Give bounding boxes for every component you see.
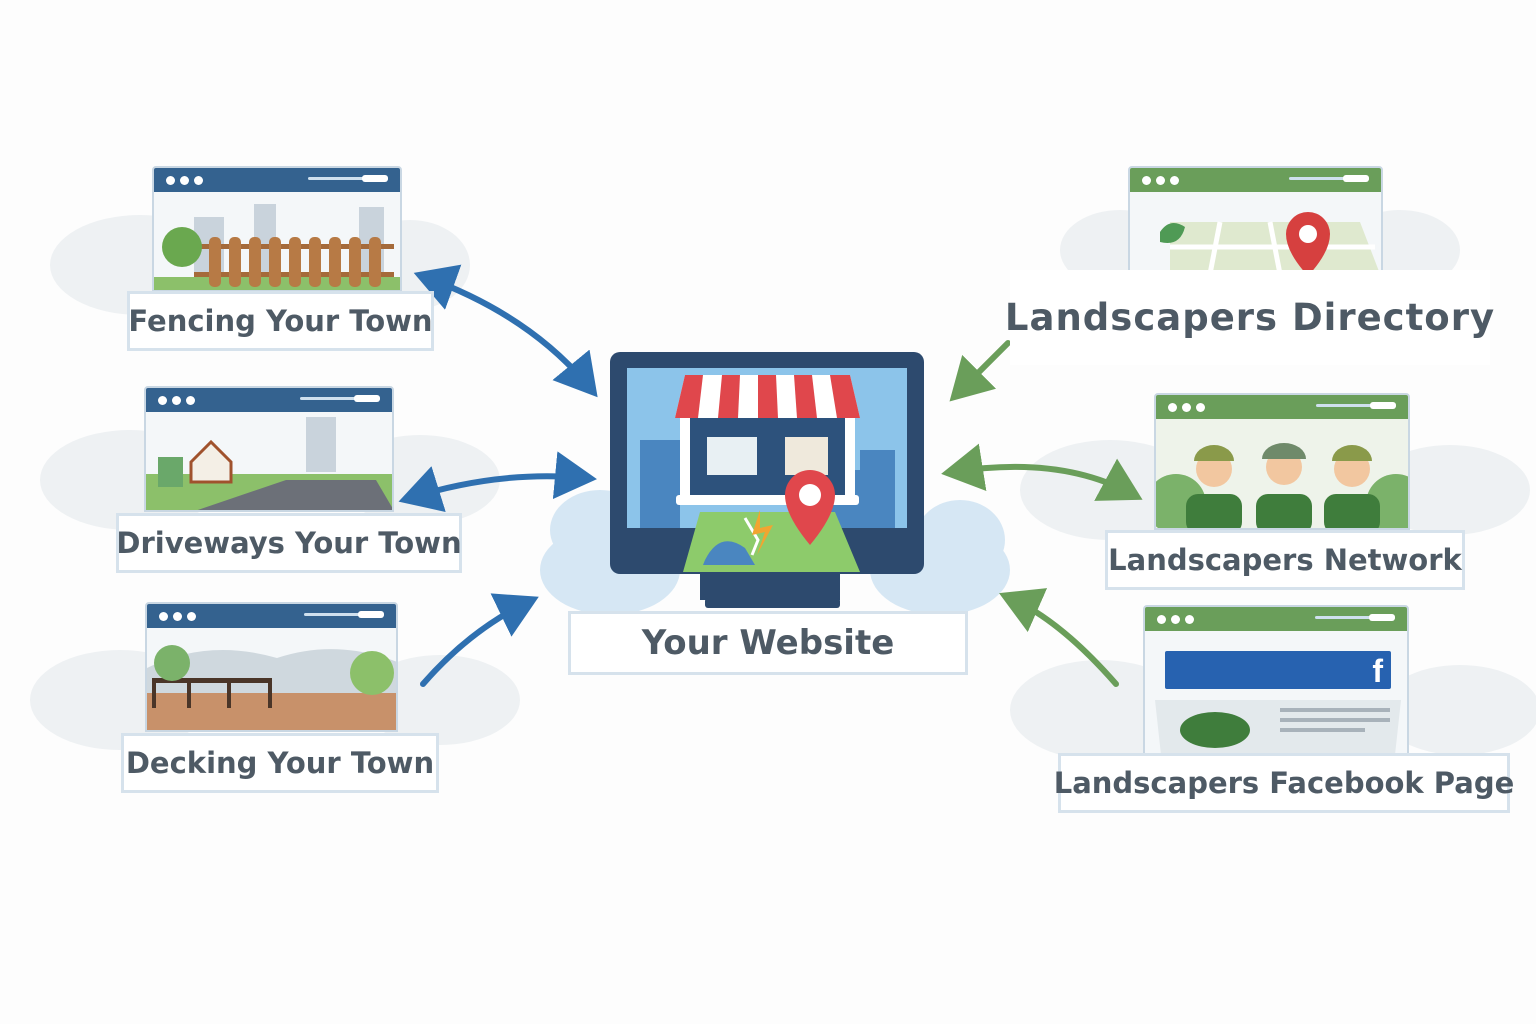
arrow-decking [420, 593, 539, 687]
deck-icon [147, 645, 396, 730]
network-label[interactable]: Landscapers Network [1105, 530, 1465, 590]
driveway-icon [146, 417, 392, 510]
arrow-fencing [413, 264, 598, 398]
facebook-label[interactable]: Landscapers Facebook Page [1054, 753, 1514, 813]
browser-bar [147, 604, 396, 628]
arrow-driveways [398, 451, 597, 513]
map-pin-icon [1160, 212, 1379, 270]
map-pin-icon [785, 470, 835, 545]
directory-site-window[interactable] [1128, 166, 1383, 272]
arrow-facebook [999, 588, 1119, 687]
awning-icon [675, 375, 860, 418]
browser-bar [1156, 395, 1408, 419]
fencing-site-window[interactable] [152, 166, 402, 292]
decking-label[interactable]: Decking Your Town [121, 733, 439, 793]
driveways-label[interactable]: Driveways Your Town [116, 513, 462, 573]
arrow-directory [949, 340, 1011, 402]
browser-bar [146, 388, 392, 412]
facebook-site-window[interactable]: f [1143, 605, 1409, 755]
decking-site-window[interactable] [145, 602, 398, 732]
facebook-icon: f [1372, 653, 1383, 689]
your-website-label[interactable]: Your Website [568, 611, 968, 675]
monitor-icon [610, 352, 924, 608]
people-icon [1156, 419, 1408, 528]
facebook-header: f [1165, 651, 1391, 689]
arrow-network [941, 443, 1143, 501]
fence-icon [154, 204, 400, 290]
driveways-site-window[interactable] [144, 386, 394, 512]
browser-bar [1145, 607, 1407, 631]
directory-label[interactable]: Landscapers Directory [1005, 270, 1494, 365]
browser-bar [1130, 168, 1381, 192]
fencing-label[interactable]: Fencing Your Town [127, 291, 434, 351]
browser-bar [154, 168, 400, 192]
facebook-post-icon [1155, 700, 1401, 753]
network-site-window[interactable] [1154, 393, 1410, 530]
